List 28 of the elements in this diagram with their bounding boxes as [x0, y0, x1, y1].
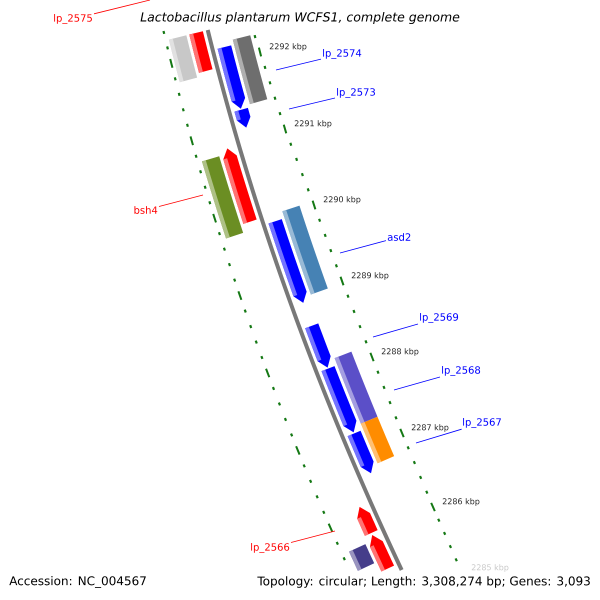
leader-line	[276, 58, 322, 70]
leader-line	[290, 530, 336, 543]
leader-line	[340, 240, 386, 254]
gene-label: lp_2567	[463, 418, 501, 428]
gene-label: lp_2574	[323, 49, 362, 59]
leader-line	[416, 428, 462, 444]
leader-line	[158, 194, 204, 207]
scale-label: 2291 kbp	[294, 120, 332, 128]
scale-label: 2290 kbp	[324, 196, 360, 204]
gene-label: lp_2569	[420, 313, 458, 323]
leader-line	[94, 0, 150, 14]
scale-label: 2288 kbp	[382, 348, 418, 356]
leader-line	[372, 324, 418, 338]
info-text: Topology: circular; Length: 3,308,274 bp; Genes: 3,093	[257, 576, 590, 588]
gene-label: lp_2575	[54, 14, 92, 24]
scale-label: 2292 kbp	[270, 43, 306, 51]
title: Lactobacillus plantarum WCFS1, complete genome	[140, 12, 460, 24]
gene-label: lp_2568	[442, 366, 480, 376]
scale-label: 2286 kbp	[442, 498, 480, 506]
gene-label: lp_2573	[337, 88, 375, 98]
gene-label: lp_2566	[251, 543, 290, 553]
leader-line	[394, 376, 440, 390]
info-text: Accession: NC_004567	[9, 576, 146, 588]
scale-label: 2287 kbp	[412, 424, 448, 432]
gene-label: bsh4	[134, 206, 158, 214]
leader-line	[288, 98, 336, 110]
gene-label: asd2	[388, 233, 410, 241]
scale-label: 2289 kbp	[352, 272, 388, 280]
